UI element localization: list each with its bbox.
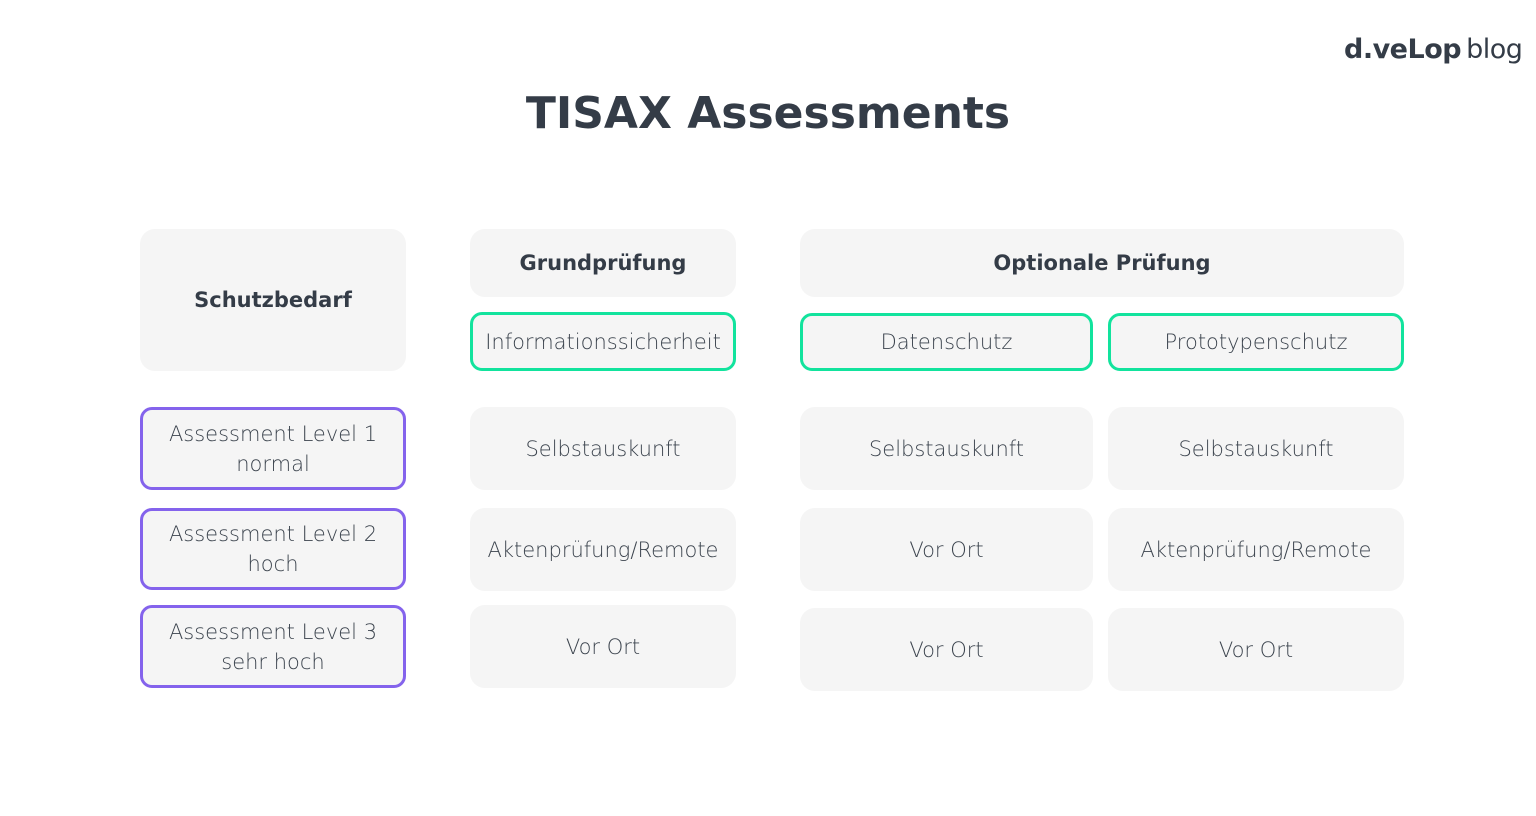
cell-l3-informationssicherheit: Vor Ort [470,605,736,688]
cell-label: Aktenprüfung/Remote [1140,537,1372,562]
cell-label: Selbstauskunft [868,436,1025,461]
category-datenschutz: Datenschutz [800,313,1093,371]
cell-l2-prototypenschutz: Aktenprüfung/Remote [1108,508,1404,591]
page-title: TISAX Assessments [525,88,1011,139]
cell-l3-datenschutz: Vor Ort [800,608,1093,691]
cell-label: Selbstauskunft [1178,436,1334,461]
header-grundpruefung: Grundprüfung [470,229,736,297]
category-label: Datenschutz [880,330,1013,354]
level-3-box: Assessment Level 3 sehr hoch [140,605,406,688]
cell-l1-prototypenschutz: Selbstauskunft [1108,407,1404,490]
header-optionale-pruefung: Optionale Prüfung [800,229,1404,297]
cell-l3-prototypenschutz: Vor Ort [1108,608,1404,691]
cell-label: Aktenprüfung/Remote [487,537,719,562]
level-subtitle: normal [236,451,310,476]
category-prototypenschutz: Prototypenschutz [1108,313,1404,371]
category-label: Informationssicherheit [485,329,721,354]
header-schutzbedarf: Schutzbedarf [140,229,406,371]
level-title: Assessment Level 2 [168,522,378,546]
cell-label: Vor Ort [565,634,641,659]
header-grundpruefung-label: Grundprüfung [519,251,687,275]
logo-suffix: blog [1466,34,1523,65]
category-informationssicherheit: Informationssicherheit [470,312,736,371]
cell-l1-datenschutz: Selbstauskunft [800,407,1093,490]
header-schutzbedarf-label: Schutzbedarf [194,288,352,312]
category-label: Prototypenschutz [1164,330,1348,354]
level-title: Assessment Level 3 [168,619,378,644]
level-subtitle: hoch [247,552,299,576]
cell-l2-informationssicherheit: Aktenprüfung/Remote [470,508,736,591]
level-title: Assessment Level 1 [168,421,378,446]
cell-label: Selbstauskunft [525,436,681,461]
level-2-box: Assessment Level 2 hoch [140,508,406,590]
level-subtitle: sehr hoch [221,649,325,674]
cell-label: Vor Ort [909,637,984,662]
cell-label: Vor Ort [1218,637,1294,662]
logo-brand: d.veLop [1344,34,1462,65]
cell-l1-informationssicherheit: Selbstauskunft [470,407,736,490]
level-1-box: Assessment Level 1 normal [140,407,406,490]
cell-l2-datenschutz: Vor Ort [800,508,1093,591]
cell-label: Vor Ort [909,537,984,562]
header-optionale-pruefung-label: Optionale Prüfung [993,251,1211,275]
